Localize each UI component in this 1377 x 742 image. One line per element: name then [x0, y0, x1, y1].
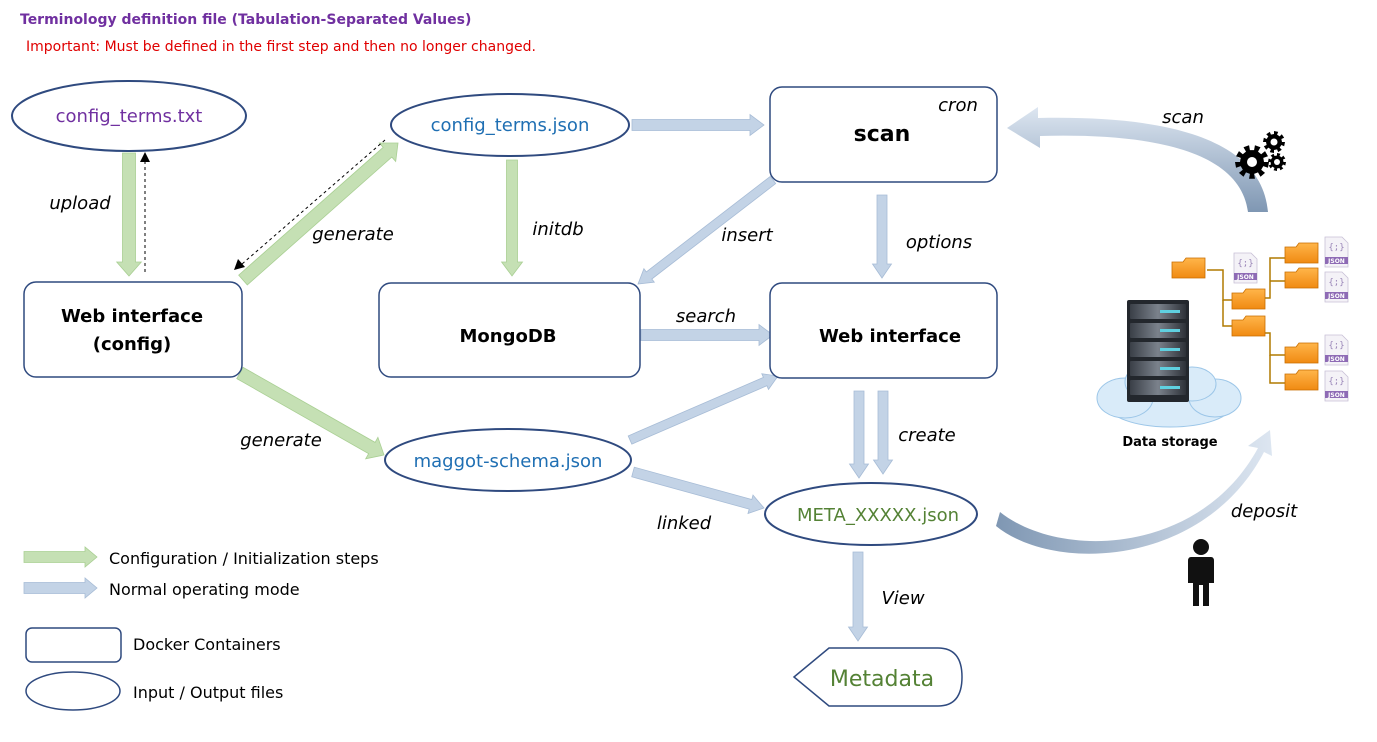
svg-text:{;}: {;}: [1328, 377, 1344, 387]
dashed-arrowhead-up: [140, 152, 150, 162]
legend-blue-arrow: [23, 577, 98, 599]
config-terms-json-node: [390, 93, 630, 157]
legend-config-steps: Configuration / Initialization steps: [109, 549, 379, 568]
svg-text:{;}: {;}: [1328, 243, 1344, 253]
web-interface-config-line2: (config): [93, 334, 172, 355]
scan-label: scan: [854, 122, 911, 147]
dashed-arrows: [144, 139, 386, 272]
json-badge-label: JSON: [1327, 356, 1345, 363]
edge-label-scan: scan: [1162, 107, 1204, 128]
edge-label-generate-top: generate: [312, 224, 394, 245]
legend-green-arrow: [23, 546, 98, 568]
legend-files-swatch: [25, 671, 121, 711]
edge-label-generate-bottom: generate: [240, 430, 322, 451]
user-icon: [1188, 539, 1214, 606]
data-storage-label: Data storage: [1122, 435, 1217, 450]
json-badge-label: JSON: [1327, 293, 1345, 300]
edge-label-initdb: initdb: [532, 219, 583, 240]
config-terms-txt-node: [11, 80, 247, 152]
generate-json-arrow: [238, 142, 399, 286]
options-arrow: [871, 194, 893, 279]
generate-schema-arrow: [236, 366, 385, 460]
edge-label-options: options: [906, 232, 972, 253]
edge-label-insert: insert: [721, 225, 773, 246]
edge-label-linked: linked: [657, 513, 712, 534]
metadata-label: Metadata: [830, 667, 934, 692]
folder-tree-lines: [1207, 257, 1285, 384]
data-storage-illustration: {;} JSON {;} JSON {;} JSON {;} JSON {;} JSON: [1096, 236, 1349, 428]
legend: Configuration / Initialization steps Nor…: [23, 546, 379, 711]
dashed-arrowhead-left: [234, 259, 245, 270]
config-to-scan-arrow: [631, 113, 765, 137]
json-badge-label: JSON: [1236, 274, 1254, 281]
deposit-arc-arrow: [996, 430, 1272, 554]
linked-arrow: [631, 466, 765, 515]
folder-icon: [1284, 242, 1319, 264]
gears-icon: [1235, 131, 1286, 179]
json-file-icon: {;} JSON: [1324, 370, 1349, 402]
edge-label-upload: upload: [49, 193, 111, 214]
folder-icon: [1284, 342, 1319, 364]
web-interface-config-container: [23, 281, 243, 378]
metadata-output-shape: [792, 647, 963, 707]
legend-docker-swatch: [25, 627, 122, 663]
folder-icon: [1231, 288, 1266, 310]
svg-text:{;}: {;}: [1237, 259, 1253, 269]
svg-text:{;}: {;}: [1328, 278, 1344, 288]
json-file-icon: {;} JSON: [1324, 271, 1349, 303]
maggot-schema-node: [384, 428, 632, 492]
json-file-icon: {;} JSON: [1233, 252, 1258, 284]
json-badge-label: JSON: [1327, 258, 1345, 265]
edge-label-create: create: [898, 425, 956, 446]
view-arrow: [847, 551, 869, 642]
create-arrow: [872, 390, 894, 475]
warning-note: Important: Must be defined in the first …: [26, 39, 536, 55]
server-rack-icon: [1127, 300, 1189, 402]
config-terms-json-label: config_terms.json: [431, 115, 590, 136]
config-terms-txt-label: config_terms.txt: [56, 106, 203, 127]
edge-label-view: View: [881, 588, 924, 609]
json-file-icon: {;} JSON: [1324, 334, 1349, 366]
upload-arrow: [115, 152, 143, 277]
legend-docker: Docker Containers: [133, 635, 281, 654]
meta-json-label: META_XXXXX.json: [797, 505, 959, 526]
cron-label: cron: [938, 95, 978, 116]
web-to-meta-arrow-left: [848, 390, 870, 479]
folder-icon: [1171, 257, 1206, 279]
meta-json-node: [764, 482, 978, 546]
scan-container: [769, 86, 998, 183]
mongodb-container: [378, 282, 641, 378]
folder-icon: [1231, 315, 1266, 337]
legend-normal-mode: Normal operating mode: [109, 580, 300, 599]
json-file-icon: {;} JSON: [1324, 236, 1349, 268]
folder-icon: [1284, 267, 1319, 289]
search-arrow: [640, 323, 774, 347]
web-interface-config-line1: Web interface: [61, 306, 203, 327]
scan-arc-arrow: [1007, 107, 1268, 212]
edge-label-search: search: [676, 306, 736, 327]
initdb-arrow: [500, 159, 524, 277]
diagram-title: Terminology definition file (Tabulation-…: [20, 12, 471, 28]
maggot-schema-label: maggot-schema.json: [414, 451, 603, 472]
mongodb-label: MongoDB: [459, 326, 556, 347]
folder-icon: [1284, 369, 1319, 391]
legend-files: Input / Output files: [133, 683, 283, 702]
insert-arrow: [637, 175, 777, 285]
web-interface-container: [769, 282, 998, 379]
json-badge-label: JSON: [1327, 392, 1345, 399]
edge-label-deposit: deposit: [1231, 501, 1298, 522]
schema-to-web-arrow: [627, 373, 779, 445]
web-interface-label: Web interface: [819, 326, 961, 347]
svg-text:{;}: {;}: [1328, 341, 1344, 351]
